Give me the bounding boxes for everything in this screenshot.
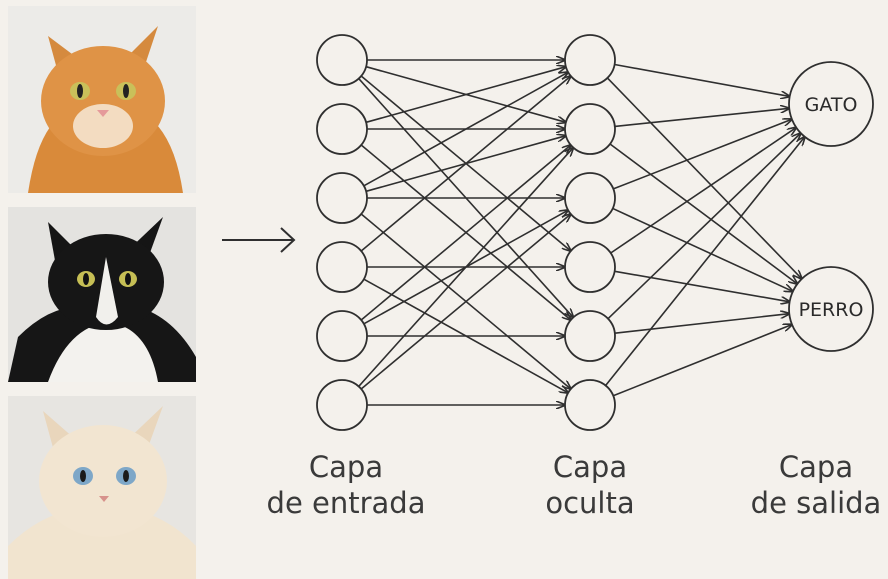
orange-cat-photo [8, 6, 196, 193]
input-node [316, 310, 368, 362]
hidden-node [564, 103, 616, 155]
input-node [316, 34, 368, 86]
output-node-gato [788, 61, 874, 147]
edge-hid6-out2 [612, 325, 792, 397]
cream-cat-photo [8, 396, 196, 579]
edge-hid5-out2 [614, 314, 789, 335]
input-node [316, 241, 368, 293]
output-layer-label-line2: de salida [750, 486, 882, 520]
input-layer-label-line1: Capa [308, 450, 384, 484]
edge-hid5-out1 [607, 133, 801, 320]
hidden-layer-label-line2: oculta [545, 486, 635, 520]
output-node-label: GATO [805, 94, 858, 116]
edge-in6-hid3 [360, 214, 571, 390]
edge-hid4-out2 [614, 270, 790, 301]
tuxedo-cat-photo [8, 207, 196, 382]
edge-in3-hid1 [363, 72, 568, 187]
edge-hid6-out1 [605, 137, 805, 386]
edge-hid1-out1 [614, 63, 790, 96]
input-node [316, 103, 368, 155]
input-layer-label-line2: de entrada [266, 486, 426, 520]
output-node-perro [788, 266, 874, 352]
edge-hid1-out2 [606, 77, 801, 279]
edge-in5-hid2 [360, 145, 571, 321]
hidden-layer-label: Capa oculta [490, 449, 690, 521]
edge-hid3-out1 [613, 119, 792, 190]
output-layer-label-line1: Capa [778, 450, 854, 484]
right-arrow-icon [222, 227, 296, 253]
output-layer-label: Capa de salida [730, 449, 888, 521]
hidden-layer-label-line1: Capa [552, 450, 628, 484]
output-node-label: PERRO [799, 299, 864, 321]
edge-hid4-out1 [610, 128, 797, 254]
edge-in6-hid2 [358, 148, 574, 387]
hidden-node [564, 241, 616, 293]
edge-hid3-out2 [612, 207, 793, 291]
hidden-node [564, 34, 616, 86]
edge-in4-hid1 [360, 76, 571, 252]
hidden-node [564, 379, 616, 431]
input-layer-label: Capa de entrada [246, 449, 446, 521]
hidden-node [564, 310, 616, 362]
hidden-node [564, 172, 616, 224]
input-node [316, 379, 368, 431]
input-node [316, 172, 368, 224]
edge-in2-hid1 [365, 67, 566, 124]
connections [358, 60, 805, 405]
edge-hid2-out2 [609, 143, 797, 284]
nodes: GATO PERRO [316, 34, 874, 431]
edge-hid2-out1 [614, 108, 789, 128]
